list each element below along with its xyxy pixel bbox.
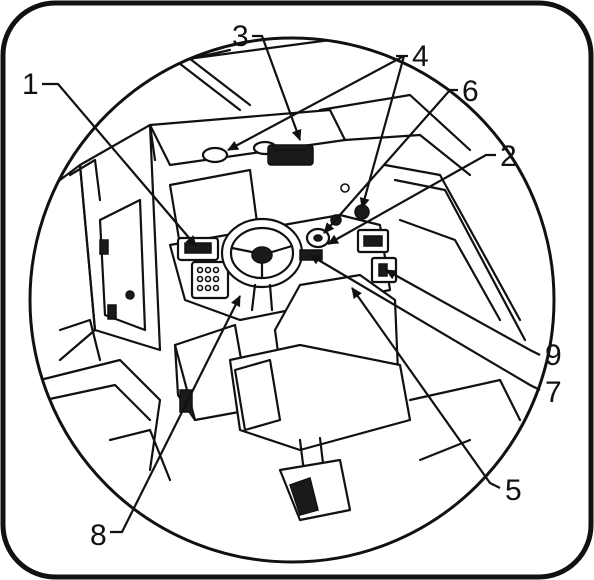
leader-7 [309,254,541,391]
callout-leaders [42,34,541,534]
leader-3 [252,34,302,141]
leader-5 [351,287,501,489]
callout-7: 7 [545,376,562,409]
leader-8 [110,295,241,534]
callout-1: 1 [22,68,39,101]
callout-9: 9 [545,339,562,372]
callout-3: 3 [232,20,249,53]
leader-6 [323,88,458,234]
leader-2 [327,153,496,245]
callout-labels: 1 2 3 4 5 6 7 8 9 [22,20,562,552]
leader-4a [227,55,405,151]
callout-2: 2 [500,140,517,173]
callout-6: 6 [462,75,479,108]
leader-1 [42,82,197,247]
callout-8: 8 [90,519,107,552]
callout-5: 5 [505,474,522,507]
callout-4: 4 [412,40,429,73]
leader-9 [385,269,541,356]
